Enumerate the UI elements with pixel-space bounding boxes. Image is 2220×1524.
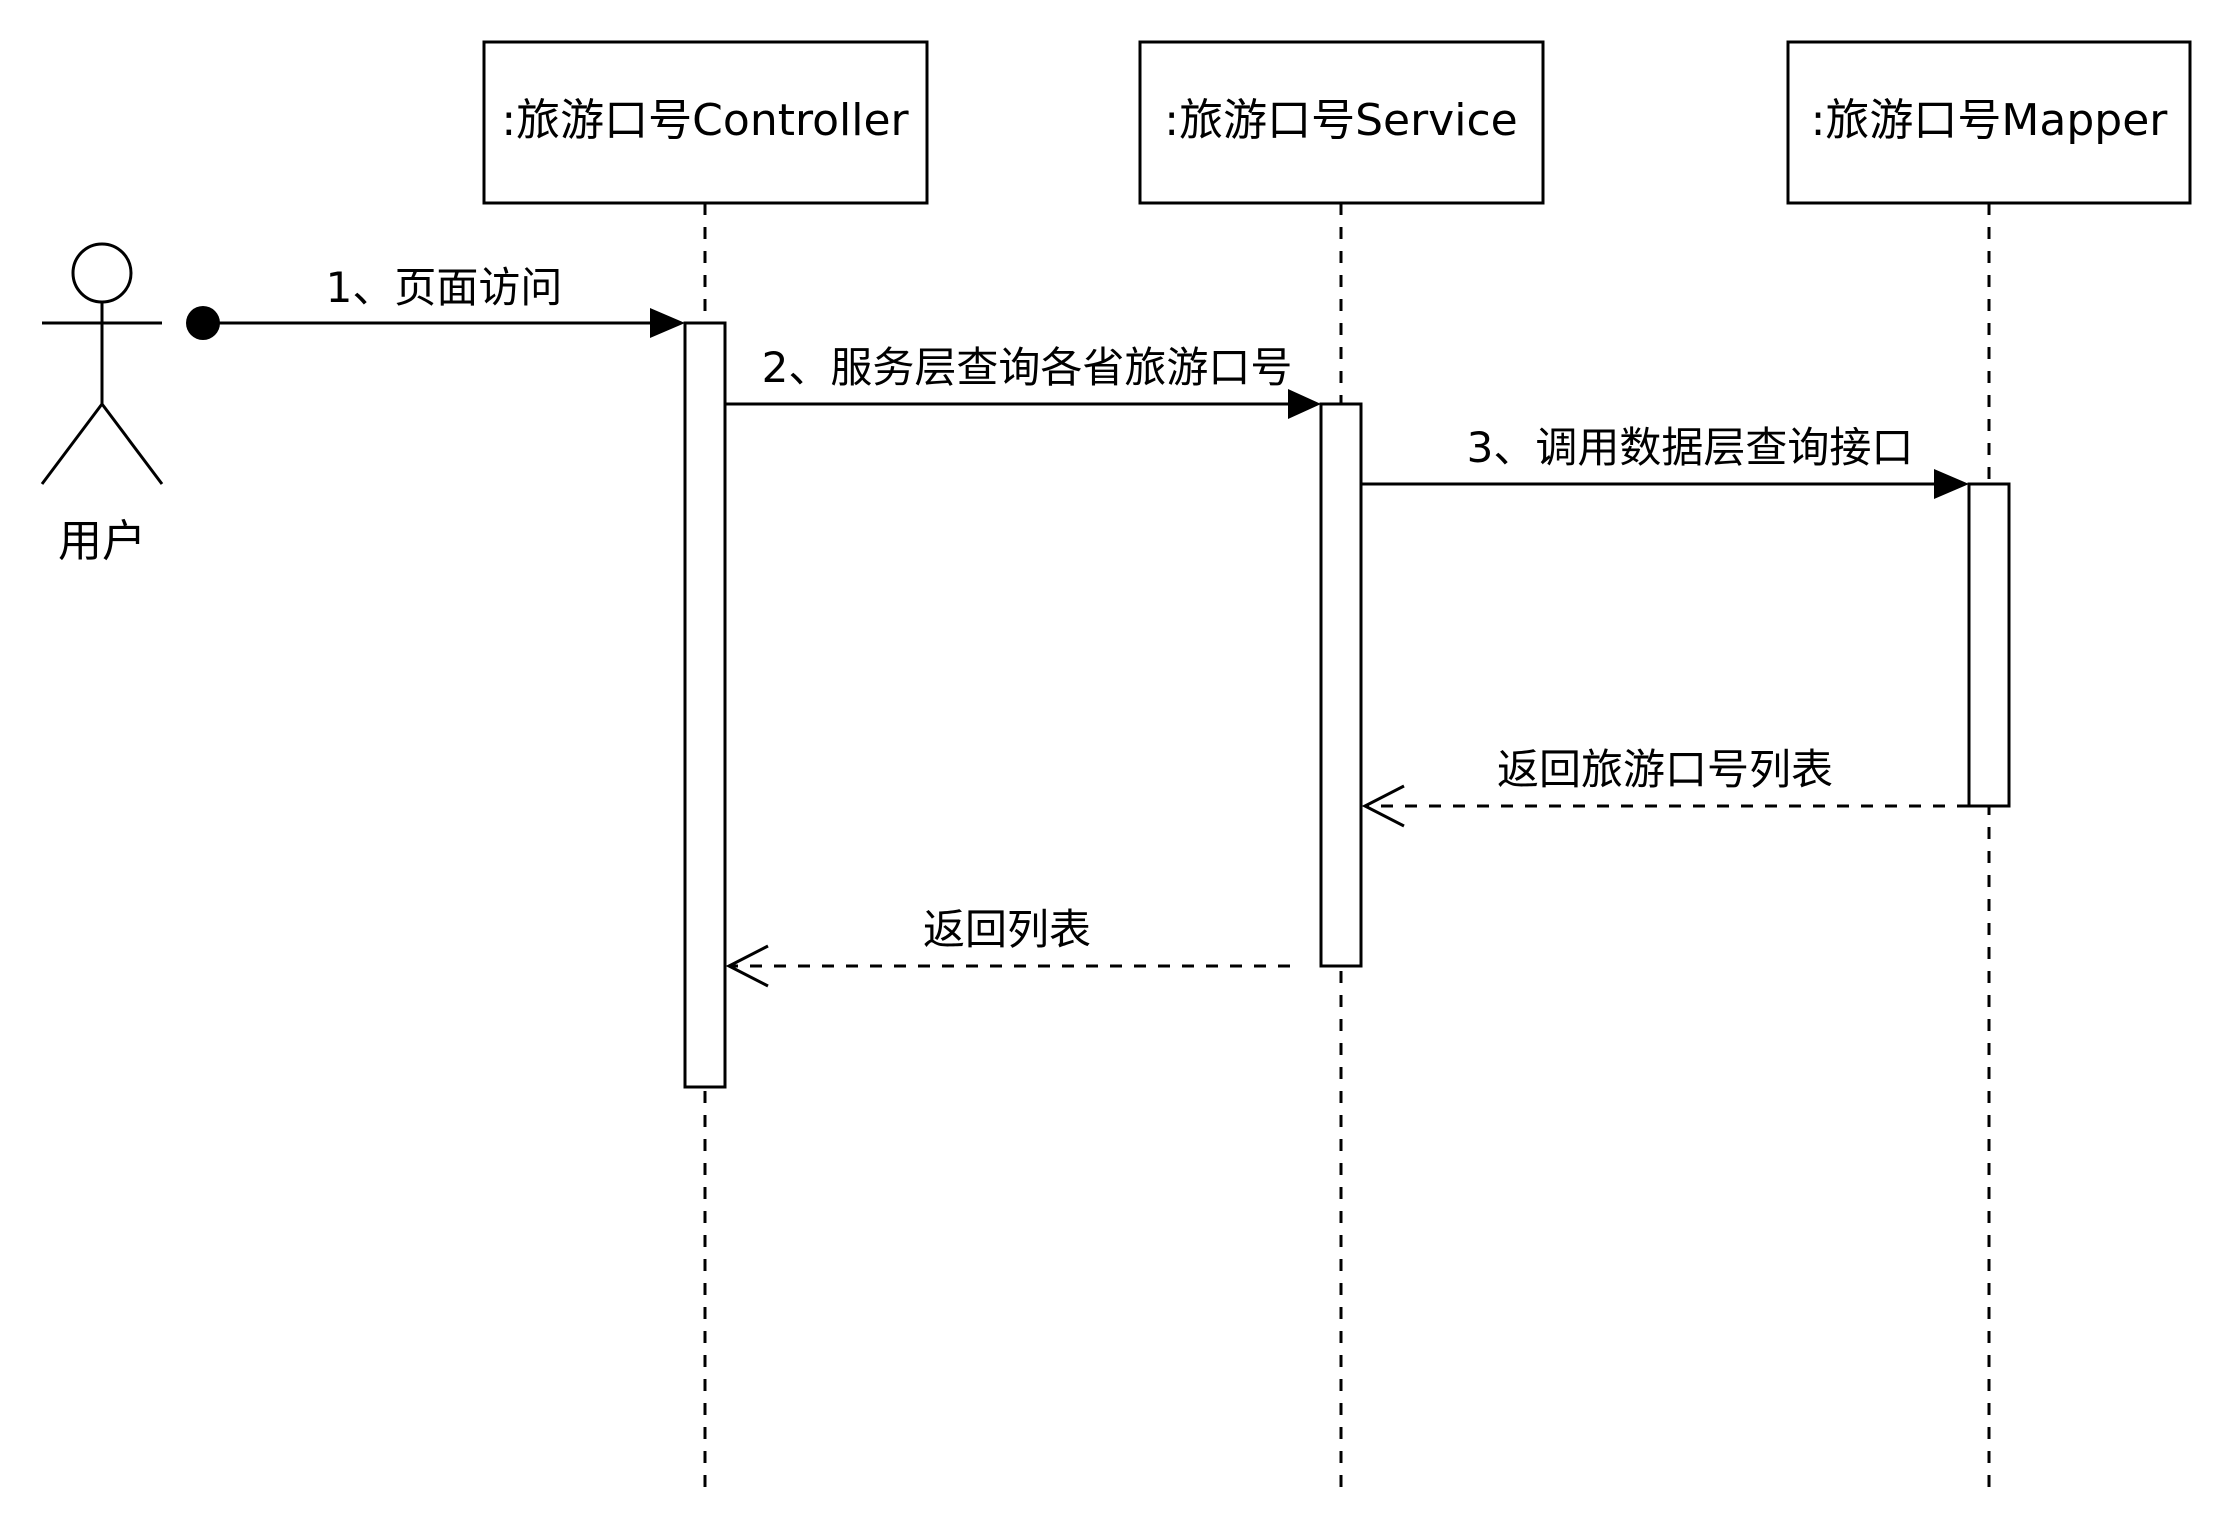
- message-2-label: 2、服务层查询各省旅游口号: [762, 343, 1293, 392]
- lifeline-controller-title: :旅游口号Controller: [501, 95, 909, 146]
- arrowhead-open-icon: [1361, 784, 1405, 828]
- lifeline-service-title: :旅游口号Service: [1164, 95, 1517, 146]
- lifeline-service-box: [1138, 40, 1545, 205]
- actor-name: 用户: [58, 516, 146, 567]
- lifeline-mapper-title: :旅游口号Mapper: [1811, 95, 2169, 146]
- return-message-2-label: 返回列表: [923, 905, 1091, 954]
- lifeline-controller: :旅游口号Controller: [482, 40, 929, 1490]
- message-2: 2、服务层查询各省旅游口号: [725, 343, 1321, 419]
- return-message-1: 返回旅游口号列表: [1361, 745, 1969, 828]
- message-1-label: 1、页面访问: [326, 263, 563, 312]
- activation-bar-mapper: [1967, 482, 2011, 808]
- lifeline-controller-box: [482, 40, 929, 205]
- arrowhead-filled-icon: [1288, 389, 1321, 419]
- activation-bar-controller: [683, 321, 727, 1089]
- lifeline-mapper-box: [1786, 40, 2192, 205]
- message-3: 3、调用数据层查询接口: [1361, 423, 1969, 499]
- return-message-1-label: 返回旅游口号列表: [1497, 745, 1833, 794]
- lifeline-service: :旅游口号Service: [1138, 40, 1545, 1490]
- return-message-2: 返回列表: [725, 905, 1290, 988]
- message-3-label: 3、调用数据层查询接口: [1467, 423, 1914, 472]
- arrowhead-filled-icon: [650, 308, 685, 338]
- lifeline-mapper: :旅游口号Mapper: [1786, 40, 2192, 1490]
- message-1: 1、页面访问: [186, 263, 685, 340]
- arrowhead-filled-icon: [1934, 469, 1969, 499]
- activation-bar-service: [1319, 402, 1363, 968]
- actor-user: 用户: [40, 242, 164, 567]
- arrowhead-open-icon: [725, 944, 769, 988]
- stick-figure-icon: [40, 242, 164, 485]
